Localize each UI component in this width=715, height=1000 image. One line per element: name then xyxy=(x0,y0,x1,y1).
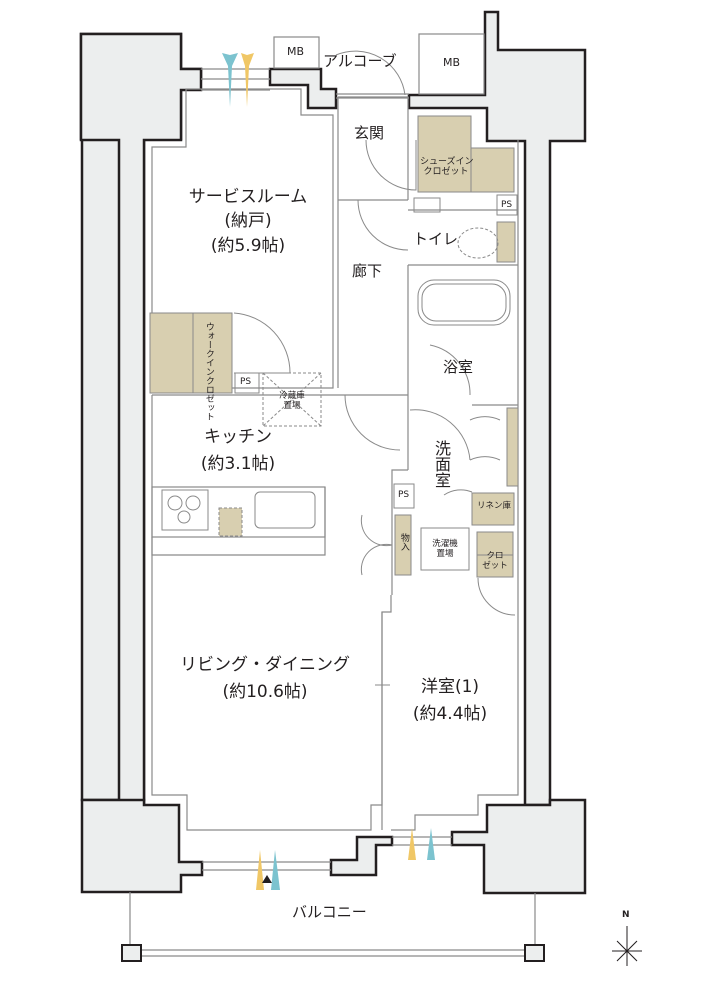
ps-kitchen-label: PS xyxy=(240,377,252,387)
mb-right-label: MB xyxy=(443,56,461,69)
room-size: (約5.9帖) xyxy=(210,235,286,256)
compass-icon xyxy=(612,926,642,966)
linen-label: リネン庫 xyxy=(476,501,511,511)
room-western-1: 洋室(1) (約4.4帖) xyxy=(400,677,500,726)
shoes-closet-label: シューズイン クロゼット xyxy=(420,157,474,178)
ventilation-arrows xyxy=(222,53,435,890)
ps-top-label: PS xyxy=(501,200,513,210)
washer-label: 洗濯機 置場 xyxy=(424,539,466,560)
label-line: 置場 xyxy=(283,400,301,411)
compass-north-label: N xyxy=(622,910,630,920)
mb-left-label: MB xyxy=(287,45,305,58)
walk-in-closet-label: ウォークインクロゼット xyxy=(203,322,214,421)
storage-small-label: 物入 xyxy=(398,533,409,551)
room-alcove: アルコーブ xyxy=(323,52,397,70)
room-name: キッチン xyxy=(204,427,272,447)
room-service-room: サービスルーム (納戸) (約5.9帖) xyxy=(178,187,318,257)
room-bathroom: 浴室 xyxy=(443,358,474,376)
room-name: 洋室(1) xyxy=(420,677,480,697)
room-sub: (納戸) xyxy=(224,211,272,232)
room-living-dining: リビング・ダイニング (約10.6帖) xyxy=(180,655,350,704)
label-line: クロゼット xyxy=(423,167,469,178)
room-name: サービスルーム xyxy=(188,187,308,207)
room-kitchen: キッチン (約3.1帖) xyxy=(178,427,298,476)
label-line: ゼット xyxy=(482,560,508,571)
closet-label: クロ ゼット xyxy=(477,551,513,572)
room-toilet: トイレ xyxy=(413,230,459,248)
room-size: (約3.1帖) xyxy=(200,454,276,475)
room-name: リビング・ダイニング xyxy=(180,655,350,675)
label-line: 洗濯機 xyxy=(432,539,458,549)
ps-wash-label: PS xyxy=(398,490,410,500)
room-entrance: 玄関 xyxy=(354,124,385,142)
room-washroom: 洗面室 xyxy=(432,440,451,488)
label-line: 置場 xyxy=(436,548,454,559)
room-size: (約4.4帖) xyxy=(412,704,488,725)
room-corridor: 廊下 xyxy=(352,262,383,280)
room-balcony: バルコニー xyxy=(292,903,367,921)
room-size: (約10.6帖) xyxy=(222,682,308,703)
label-line: シューズイン xyxy=(420,157,474,167)
shoes-closet-shape xyxy=(417,115,515,193)
label-line: クロ xyxy=(486,551,504,561)
fridge-label: 冷蔵庫 置場 xyxy=(272,391,312,412)
label-line: 冷蔵庫 xyxy=(279,391,305,401)
